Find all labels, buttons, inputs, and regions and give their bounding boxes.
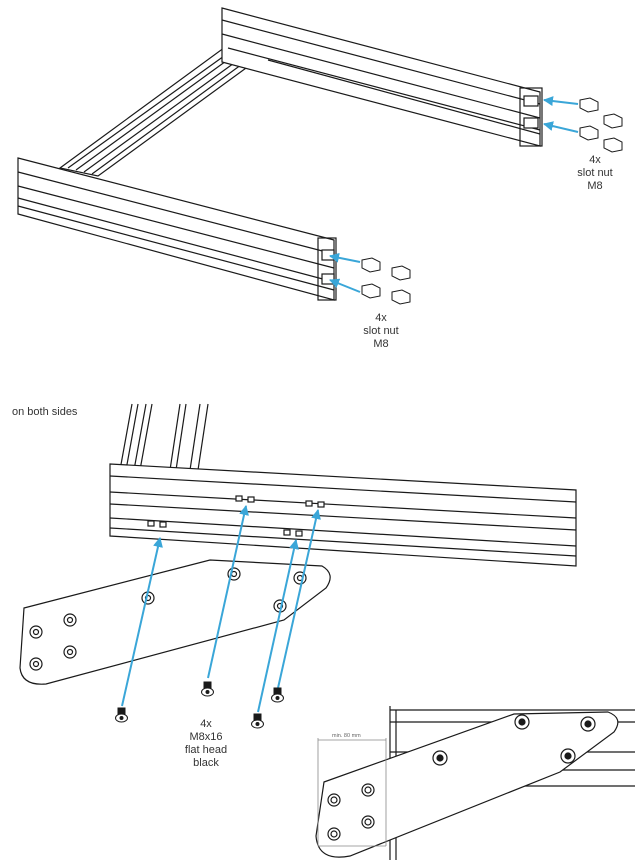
mounting-plate — [19, 559, 331, 685]
slot-nut-size-front: M8 — [373, 338, 389, 350]
bolt-4 — [271, 687, 284, 703]
left-side-profile — [58, 41, 270, 177]
bolt-1 — [115, 707, 128, 723]
bolt-finish: black — [193, 757, 219, 769]
bolt-3 — [251, 713, 264, 729]
long-profile — [109, 463, 577, 567]
slot-nut-name-front: slot nut — [363, 325, 399, 337]
bolt-2 — [201, 681, 214, 697]
slot-nut-name-right: slot nut — [577, 167, 613, 179]
slot-nut-qty-front: 4x — [375, 312, 387, 324]
slot-nut-callout-front: 4x slot nut M8 — [356, 312, 406, 351]
front-profile — [17, 157, 337, 301]
min-distance-label: min. 80 mm — [332, 733, 361, 739]
back-profile — [221, 7, 543, 147]
frame-step-1 — [17, 7, 543, 301]
detail-view — [315, 706, 635, 860]
bolt-callout: 4x M8x16 flat head black — [176, 718, 236, 770]
slot-nut-qty-right: 4x — [589, 154, 601, 166]
bolt-arrows — [121, 505, 321, 713]
frame-step-2 — [19, 403, 577, 685]
bolt-qty: 4x — [200, 718, 212, 730]
slot-nut-size-right: M8 — [587, 180, 603, 192]
slot-nut-callout-right: 4x slot nut M8 — [570, 154, 620, 193]
both-sides-note: on both sides — [12, 406, 78, 418]
flat-head-bolts — [115, 681, 284, 729]
slot-nuts-back — [543, 96, 623, 153]
dimension-line — [317, 738, 387, 847]
slot-nuts-front — [329, 252, 411, 305]
bolt-head-type: flat head — [184, 744, 228, 756]
upright-profiles — [119, 403, 209, 471]
bolt-spec: M8x16 — [189, 731, 223, 743]
